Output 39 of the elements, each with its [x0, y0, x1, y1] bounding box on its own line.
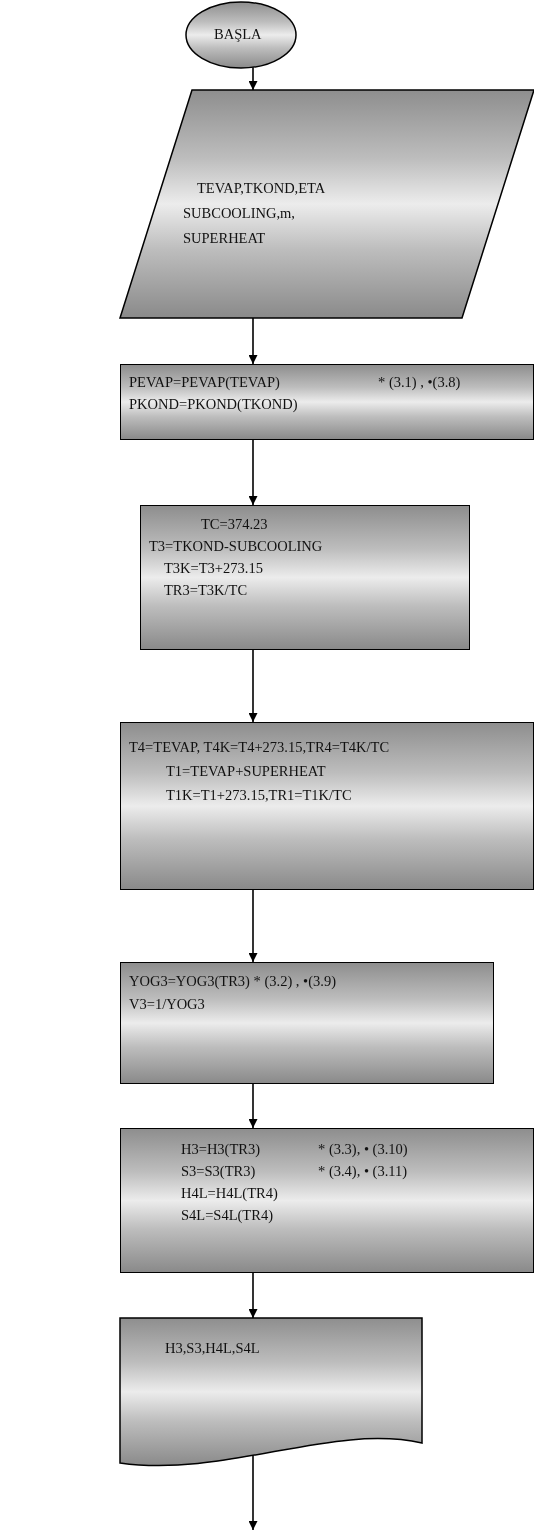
formula-text: S3=S3(TR3) [181, 1163, 256, 1180]
formula-text: T1K=T1+273.15,TR1=T1K/TC [166, 787, 352, 804]
flow-arrow [248, 649, 258, 723]
formula-text: T1=TEVAP+SUPERHEAT [166, 763, 326, 780]
formula-text: TR3=T3K/TC [164, 582, 248, 599]
formula-text: V3=1/YOG3 [129, 996, 205, 1013]
flow-arrow [248, 317, 258, 365]
formula-text: H3=H3(TR3) [181, 1141, 261, 1158]
formula-text: * (3.4), • (3.11) [318, 1163, 408, 1180]
flow-arrow [248, 1272, 258, 1319]
formula-text: H4L=H4L(TR4) [181, 1185, 278, 1202]
formula-text: H3,S3,H4L,S4L [165, 1340, 260, 1357]
formula-text: * (3.3), • (3.10) [318, 1141, 408, 1158]
output-document [120, 1318, 422, 1468]
formula-text: PEVAP=PEVAP(TEVAP) [129, 374, 280, 391]
process-box [120, 364, 534, 440]
formula-text: * (3.1) , •(3.8) [378, 374, 461, 391]
formula-text: BAŞLA [214, 26, 262, 43]
start-ellipse [186, 2, 296, 68]
flow-arrow [248, 1083, 258, 1129]
formula-text: T4=TEVAP, T4K=T4+273.15,TR4=T4K/TC [129, 739, 390, 756]
process-box [140, 505, 470, 650]
formula-text: YOG3=YOG3(TR3) * (3.2) , •(3.9) [129, 973, 336, 990]
formula-text: SUPERHEAT [183, 230, 266, 247]
formula-text: PKOND=PKOND(TKOND) [129, 396, 298, 413]
formula-text: SUBCOOLING,m, [183, 205, 295, 222]
flow-arrow [248, 1454, 258, 1531]
flow-arrow [248, 439, 258, 506]
input-parallelogram [120, 90, 534, 318]
formula-text: TC=374.23 [201, 516, 268, 533]
formula-text: S4L=S4L(TR4) [181, 1207, 273, 1224]
process-box [120, 962, 494, 1084]
formula-text: T3K=T3+273.15 [164, 560, 263, 577]
formula-text: T3=TKOND-SUBCOOLING [149, 538, 323, 555]
flow-arrow [248, 66, 258, 91]
process-box [120, 1128, 534, 1273]
flow-arrow [248, 889, 258, 963]
formula-text: TEVAP,TKOND,ETA [197, 180, 326, 197]
process-box [120, 722, 534, 890]
